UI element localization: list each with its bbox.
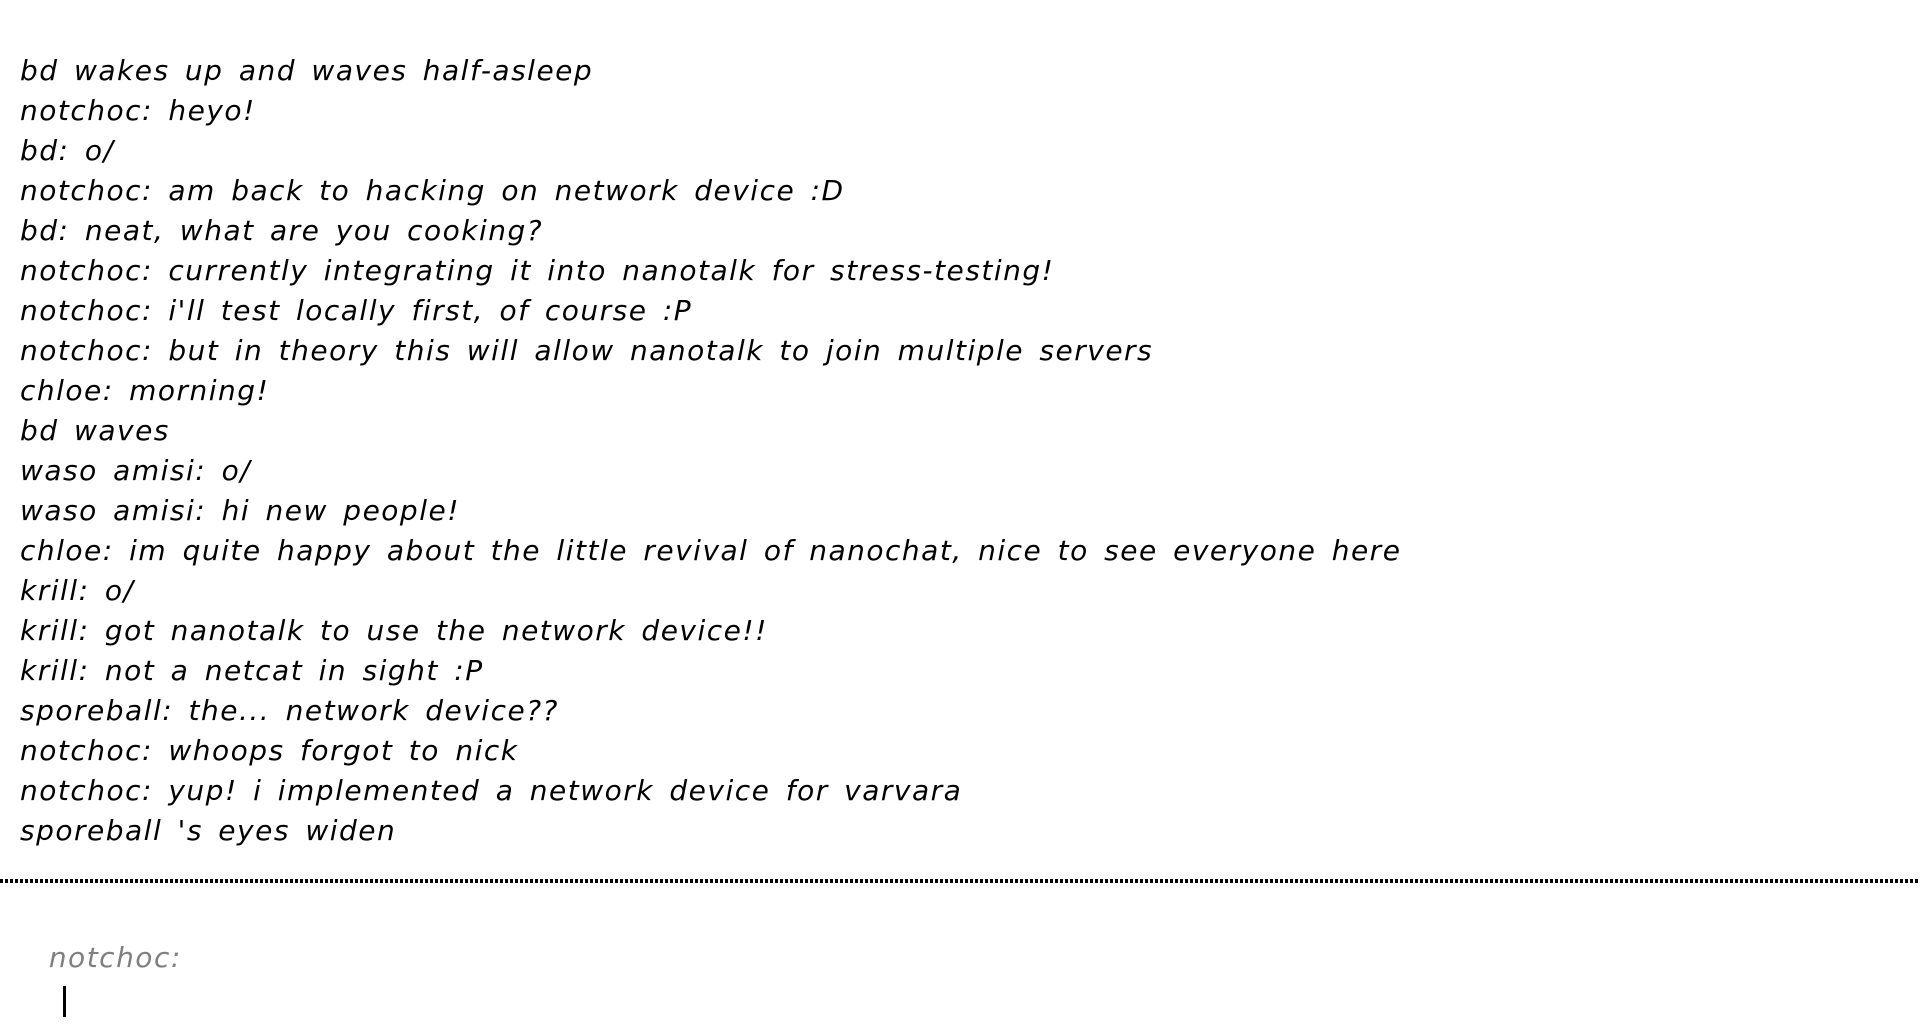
log-input-separator [0,879,1920,883]
text-cursor [62,985,66,1017]
chat-message-line: bd: o/ [20,134,115,167]
chat-message-line: notchoc: currently integrating it into n… [20,254,1055,287]
chat-message-line: notchoc: yup! i implemented a network de… [20,774,963,807]
chat-message-line: krill: got nanotalk to use the network d… [20,614,768,647]
chat-message-line: notchoc: whoops forgot to nick [20,734,519,767]
chat-message-line: bd: neat, what are you cooking? [20,214,544,247]
chat-message-line: notchoc: but in theory this will allow n… [20,334,1154,367]
message-input[interactable]: notchoc: [18,892,1920,1017]
chat-message-line: waso amisi: o/ [20,454,252,487]
input-nick-prompt: notchoc: [48,941,182,974]
chat-message-line: sporeball 's eyes widen [20,814,397,847]
chat-message-line: krill: not a netcat in sight :P [20,654,484,687]
chat-log: bd wakes up and waves half-asleep notchoc… [20,51,1920,851]
chat-message-line: bd waves [20,414,170,447]
chat-message-line: sporeball: the... network device?? [20,694,559,727]
chat-message-line: notchoc: i'll test locally first, of cou… [20,294,693,327]
chat-message-line: notchoc: heyo! [20,94,256,127]
chat-message-line: notchoc: am back to hacking on network d… [20,174,845,207]
chat-message-line: chloe: im quite happy about the little r… [20,534,1402,567]
chat-message-line: waso amisi: hi new people! [20,494,460,527]
chat-message-line: krill: o/ [20,574,135,607]
chat-message-line: chloe: morning! [20,374,270,407]
chat-message-line: bd wakes up and waves half-asleep [20,54,594,87]
